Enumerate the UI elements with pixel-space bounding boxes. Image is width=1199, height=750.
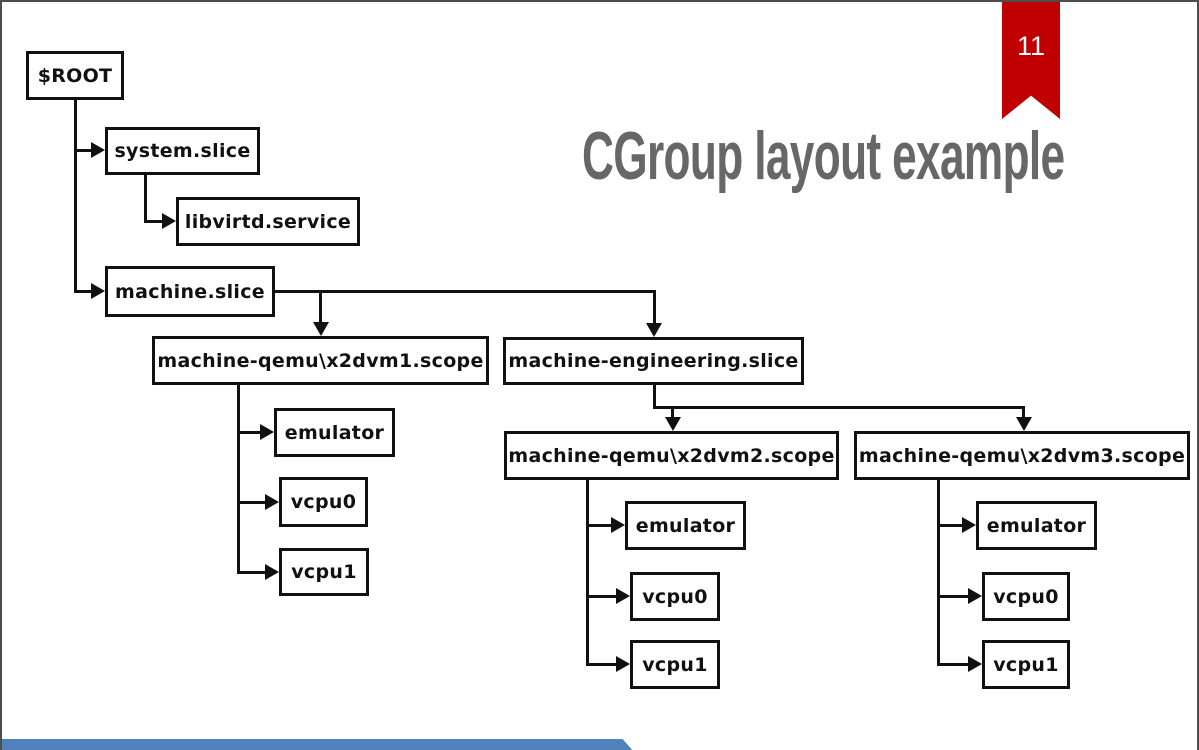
node-vm2-emulator: emulator [625,501,746,550]
page-number: 11 [1016,31,1046,61]
arrow-into-libvirtd-icon [162,213,176,229]
footer-accent-bar [2,739,634,750]
arrow-into-vm2-emulator-icon [611,517,625,533]
node-vm3-scope: machine-qemu\x2dvm3.scope [854,431,1190,480]
connector-engineering-out [653,406,1025,409]
connector-vm2-to-emulator [587,524,612,527]
connector-root-to-system [75,149,92,152]
connector-vm3-to-vcpu0 [938,595,969,598]
connector-drop-vm3 [1022,407,1025,419]
node-vm3-vcpu0: vcpu0 [982,572,1070,621]
connector-drop-vm1 [319,290,322,324]
node-system-slice: system.slice [105,127,260,175]
arrow-into-vm2-vcpu0-icon [616,588,630,604]
connector-root-trunk [74,99,77,293]
page-ribbon-icon: 11 [1002,2,1060,119]
arrow-into-engineering-icon [646,323,662,337]
connector-drop-engineering [653,290,656,325]
node-root: $ROOT [26,51,124,100]
node-vm3-emulator: emulator [976,501,1097,550]
node-machine-slice: machine.slice [105,266,275,317]
arrow-into-vm2-scope-icon [665,417,681,431]
arrow-into-vm1-vcpu0-icon [265,494,279,510]
node-vm2-scope: machine-qemu\x2dvm2.scope [504,431,839,480]
connector-vm1-trunk [237,385,240,574]
node-vm3-vcpu1: vcpu1 [982,640,1070,689]
node-libvirtd-service: libvirtd.service [176,197,360,246]
connector-vm3-to-vcpu1 [938,663,969,666]
arrow-into-vm2-vcpu1-icon [616,656,630,672]
node-vm1-emulator: emulator [274,408,395,457]
arrow-into-vm3-scope-icon [1016,417,1032,431]
connector-root-to-machine [75,290,92,293]
connector-machine-out [275,290,656,293]
connector-vm1-to-vcpu0 [238,501,266,504]
arrow-into-vm1-vcpu1-icon [265,564,279,580]
connector-vm3-to-emulator [938,524,963,527]
arrow-into-vm3-vcpu0-icon [968,588,982,604]
connector-vm1-to-vcpu1 [238,571,266,574]
connector-drop-vm2 [671,407,674,419]
connector-vm2-to-vcpu0 [587,595,617,598]
connector-vm2-to-vcpu1 [587,663,617,666]
node-vm1-vcpu0: vcpu0 [279,477,368,527]
connector-vm1-to-emulator [238,431,261,434]
node-vm2-vcpu0: vcpu0 [630,572,720,621]
arrow-into-vm3-emulator-icon [962,517,976,533]
node-vm2-vcpu1: vcpu1 [630,640,720,689]
node-vm1-vcpu1: vcpu1 [279,548,369,596]
arrow-into-vm1-emulator-icon [260,424,274,440]
arrow-into-machine-slice-icon [91,283,105,299]
connector-engineering-drop [653,385,656,409]
node-engineering-slice: machine-engineering.slice [503,337,804,385]
arrow-into-vm3-vcpu1-icon [968,656,982,672]
connector-system-to-libvirtd [144,220,163,223]
connector-system-drop [144,175,147,223]
node-vm1-scope: machine-qemu\x2dvm1.scope [152,336,489,385]
slide-title: CGroup layout example [582,118,1065,194]
connector-vm3-trunk [937,480,940,666]
connector-vm2-trunk [586,480,589,666]
arrow-into-system-slice-icon [91,142,105,158]
arrow-into-vm1-scope-icon [313,322,329,336]
